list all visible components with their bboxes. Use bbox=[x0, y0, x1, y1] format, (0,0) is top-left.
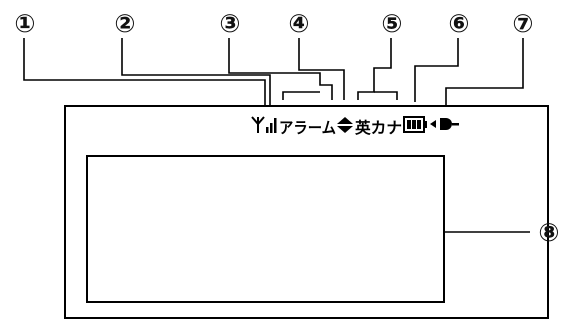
display-text-area bbox=[86, 155, 445, 303]
antenna-icon bbox=[251, 116, 265, 133]
signal-bars-icon bbox=[266, 118, 277, 133]
callout-1: ① bbox=[14, 9, 35, 38]
ac-plug-icon bbox=[430, 118, 459, 130]
callout-7: ⑦ bbox=[512, 9, 533, 38]
alarm-indicator: アラーム bbox=[279, 119, 336, 137]
callout-5: ⑤ bbox=[381, 9, 402, 38]
callout-4: ④ bbox=[288, 9, 309, 38]
callout-6: ⑥ bbox=[448, 9, 469, 38]
callout-8: ⑧ bbox=[538, 218, 559, 247]
scroll-arrows-icon bbox=[337, 117, 353, 133]
battery-icon bbox=[403, 116, 427, 133]
callout-2: ② bbox=[114, 9, 135, 38]
lcd-frame bbox=[64, 105, 549, 319]
callout-3: ③ bbox=[219, 9, 240, 38]
input-mode-indicator: 英カナ bbox=[354, 118, 402, 137]
callout-leaders bbox=[23, 38, 530, 233]
